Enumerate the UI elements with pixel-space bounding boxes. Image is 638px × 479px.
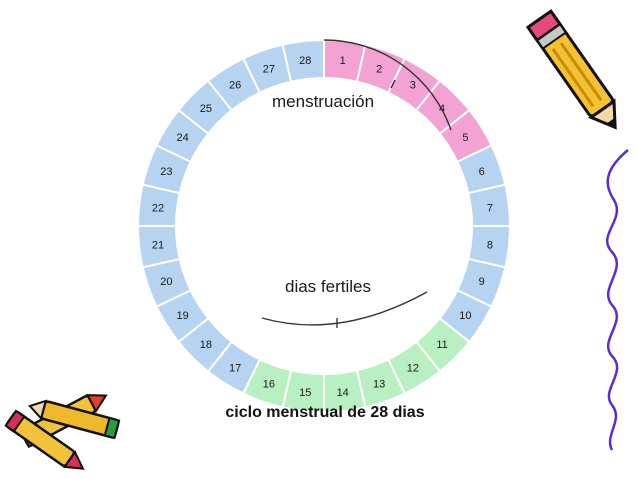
day-label-24: 24 <box>176 132 188 144</box>
day-label-12: 12 <box>407 362 419 374</box>
day-label-2: 2 <box>376 63 382 75</box>
day-label-3: 3 <box>410 80 416 92</box>
day-label-11: 11 <box>436 339 447 351</box>
day-label-26: 26 <box>229 80 241 92</box>
diagram-caption: ciclo menstrual de 28 dias <box>225 404 425 421</box>
day-label-20: 20 <box>160 276 172 288</box>
crayons-icon <box>4 394 121 470</box>
day-label-7: 7 <box>487 202 493 214</box>
pencil-icon <box>525 9 617 130</box>
day-label-15: 15 <box>299 387 311 399</box>
day-label-9: 9 <box>479 276 485 288</box>
menstruation-bracket-tick <box>390 79 396 89</box>
day-segment-28 <box>281 38 325 83</box>
fertile-bracket <box>261 291 428 326</box>
day-label-21: 21 <box>152 240 164 252</box>
day-label-18: 18 <box>200 339 212 351</box>
day-label-23: 23 <box>160 166 172 178</box>
fertile-label: dias fertiles <box>285 277 371 296</box>
day-label-22: 22 <box>152 202 164 214</box>
day-label-1: 1 <box>340 55 346 67</box>
day-label-10: 10 <box>459 310 471 322</box>
day-label-5: 5 <box>462 132 468 144</box>
cycle-ring <box>136 38 512 414</box>
day-label-6: 6 <box>479 166 485 178</box>
day-label-19: 19 <box>176 310 188 322</box>
day-label-16: 16 <box>263 379 275 391</box>
day-label-25: 25 <box>200 103 212 115</box>
day-label-28: 28 <box>299 55 311 67</box>
day-labels: 1234567891011121314151617181920212223242… <box>152 55 493 399</box>
squiggle-line <box>605 149 629 451</box>
day-label-14: 14 <box>337 387 349 399</box>
day-label-17: 17 <box>229 362 241 374</box>
day-label-13: 13 <box>373 379 385 391</box>
day-label-27: 27 <box>263 63 275 75</box>
menstruation-label: menstruación <box>272 92 374 111</box>
day-label-8: 8 <box>487 240 493 252</box>
menstruation-bracket <box>323 39 452 131</box>
